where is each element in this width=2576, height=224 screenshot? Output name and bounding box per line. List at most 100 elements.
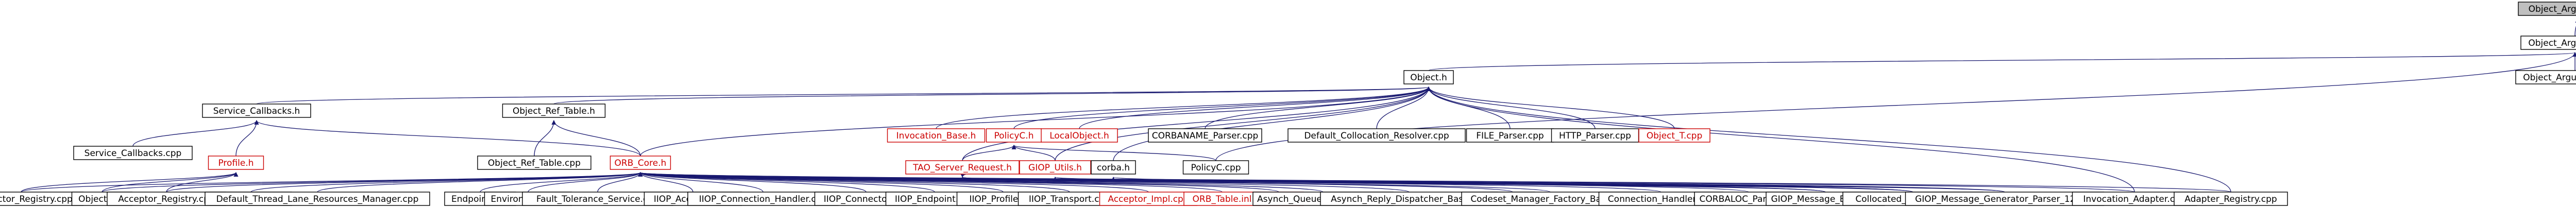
graph-node-http-parser[interactable]: HTTP_Parser.cpp [1551,128,1639,143]
dependency-edge [534,120,556,157]
node-box [1148,128,1262,143]
graph-node-corbafwd[interactable]: corba.h [1091,160,1136,175]
dependency-edge [21,172,239,193]
node-label: corba.h [1097,163,1130,173]
node-label: HTTP_Parser.cpp [1559,131,1631,141]
node-label: Invocation_Base.h [896,131,976,141]
node-box [887,128,986,143]
graph-node-adapter-reg[interactable]: Adapter_Registry.cpp [2174,192,2288,206]
graph-node-oat-h[interactable]: Object_Argument_T.h [2520,36,2576,50]
dependency-edge [256,87,1431,105]
node-label: FILE_Parser.cpp [1476,131,1544,141]
dependency-edge [166,172,239,193]
graph-node-local-h[interactable]: LocalObject.h [1041,128,1118,143]
node-label: IIOP_Connection_Handler.cpp [699,194,827,204]
node-label: IIOP_Endpoint.cpp [895,194,974,204]
dependency-edge [1426,87,2231,193]
graph-node-svc-cpp[interactable]: Service_Callbacks.cpp [73,146,193,160]
node-label: ORB_Table.inl [1193,194,1252,204]
node-box [2520,36,2576,50]
dependency-edge [553,87,1431,105]
dependency-edge [1426,87,2135,193]
node-label: Acceptor_Impl.cpp [1108,194,1189,204]
node-label: Object_Argument_T.inl [2529,4,2576,14]
graph-node-corba-parser[interactable]: CORBANAME_Parser.cpp [1148,128,1262,143]
node-box [1287,128,1466,143]
node-label: PolicyC.h [994,131,1034,141]
node-box [2518,2,2576,16]
graph-node-giop-utils[interactable]: GIOP_Utils.h [1019,160,1091,175]
node-label: Service_Callbacks.cpp [84,148,182,159]
node-box [1182,160,1249,175]
graph-node-obj-h[interactable]: Object.h [1403,70,1454,84]
node-box [609,156,671,170]
node-box [1551,128,1639,143]
graph-node-oat-cpp[interactable]: Object_Argument_T.cpp [2515,70,2576,84]
dependency-edge [1376,87,1431,129]
dependency-edge [1111,177,1913,193]
node-box [1466,128,1554,143]
graph-node-conn-handler[interactable]: Connection_Handler.cpp [1598,192,1724,206]
graph-node-tao-server[interactable]: TAO_Server_Request.h [905,160,1020,175]
node-label: Adapter_Registry.cpp [2184,194,2277,204]
graph-node-policy-cpp[interactable]: PolicyC.cpp [1182,160,1249,175]
graph-node-orb-core[interactable]: ORB_Core.h [609,156,671,170]
graph-node-orb-table[interactable]: ORB_Table.inl [1183,192,1261,206]
graph-node-svc-h[interactable]: Service_Callbacks.h [202,104,311,118]
graph-node-inv-base[interactable]: Invocation_Base.h [887,128,986,143]
node-box [73,146,193,160]
dependency-edge [101,172,239,193]
node-label: TAO_Server_Request.h [912,163,1012,173]
node-label: Connection_Handler.cpp [1608,194,1714,204]
node-label: Asynch_Reply_Dispatcher_Base.cpp [1331,194,1487,204]
graph-node-default-coll[interactable]: Default_Collocation_Resolver.cpp [1287,128,1466,143]
dependency-edge [1011,145,1056,161]
node-label: Service_Callbacks.h [213,106,300,116]
dependency-edge [1011,145,1216,161]
node-label: Object_Ref_Table.h [513,106,595,116]
dependency-edge [639,172,2231,193]
dependency-edge [551,120,641,157]
graph-node-policy-h[interactable]: PolicyC.h [986,128,1042,143]
node-box [205,192,430,206]
node-box [1183,192,1261,206]
graph-node-profile-h[interactable]: Profile.h [208,156,264,170]
graph-node-connector-reg[interactable]: Connector_Registry.cpp [0,192,84,206]
node-label: Object.h [1410,73,1447,83]
node-label: PolicyC.cpp [1191,163,1241,173]
node-label: CORBANAME_Parser.cpp [1152,131,1259,141]
dependency-edge [1205,87,1431,129]
node-label: Default_Thread_Lane_Resources_Manager.cp… [216,194,419,204]
node-label: Codeset_Manager_Factory_Base.cpp [1470,194,1630,204]
node-box [2174,192,2288,206]
graph-node-root[interactable]: Object_Argument_T.inl [2518,2,2576,16]
dependency-edge [235,120,259,157]
node-label: Profile.h [218,158,253,168]
node-box [1403,70,1454,84]
graph-node-acceptor-impl[interactable]: Acceptor_Impl.cpp [1099,192,1198,206]
dependency-edge [101,172,643,193]
dependency-edge [638,172,867,193]
node-label: Invocation_Adapter.cpp [2083,194,2185,204]
dependency-edge [2574,18,2576,37]
dependency-edge [1428,52,2576,71]
graph-node-file-parser[interactable]: FILE_Parser.cpp [1466,128,1554,143]
node-label: Connector_Registry.cpp [0,194,73,204]
graph-node-default-thread[interactable]: Default_Thread_Lane_Resources_Manager.cp… [205,192,430,206]
node-label: ORB_Core.h [615,158,667,168]
node-label: Object_T.cpp [1647,131,1703,141]
node-label: GIOP_Utils.h [1028,163,1082,173]
node-box [477,156,591,170]
graph-node-ort-cpp[interactable]: Object_Ref_Table.cpp [477,156,591,170]
node-box [1041,128,1118,143]
graph-node-ort-h[interactable]: Object_Ref_Table.h [502,104,606,118]
dependency-edge [1055,87,1431,161]
node-label: IIOP_Transport.cpp [1029,194,1110,204]
dependency-edge [1426,87,1675,129]
graph-node-object-t[interactable]: Object_T.cpp [1638,128,1710,143]
node-label: Fault_Tolerance_Service.cpp [536,194,659,204]
node-box [208,156,264,170]
node-box [1638,128,1710,143]
graph-node-giop-msg-gen[interactable]: GIOP_Message_Generator_Parser_12.cpp [1905,192,2105,206]
